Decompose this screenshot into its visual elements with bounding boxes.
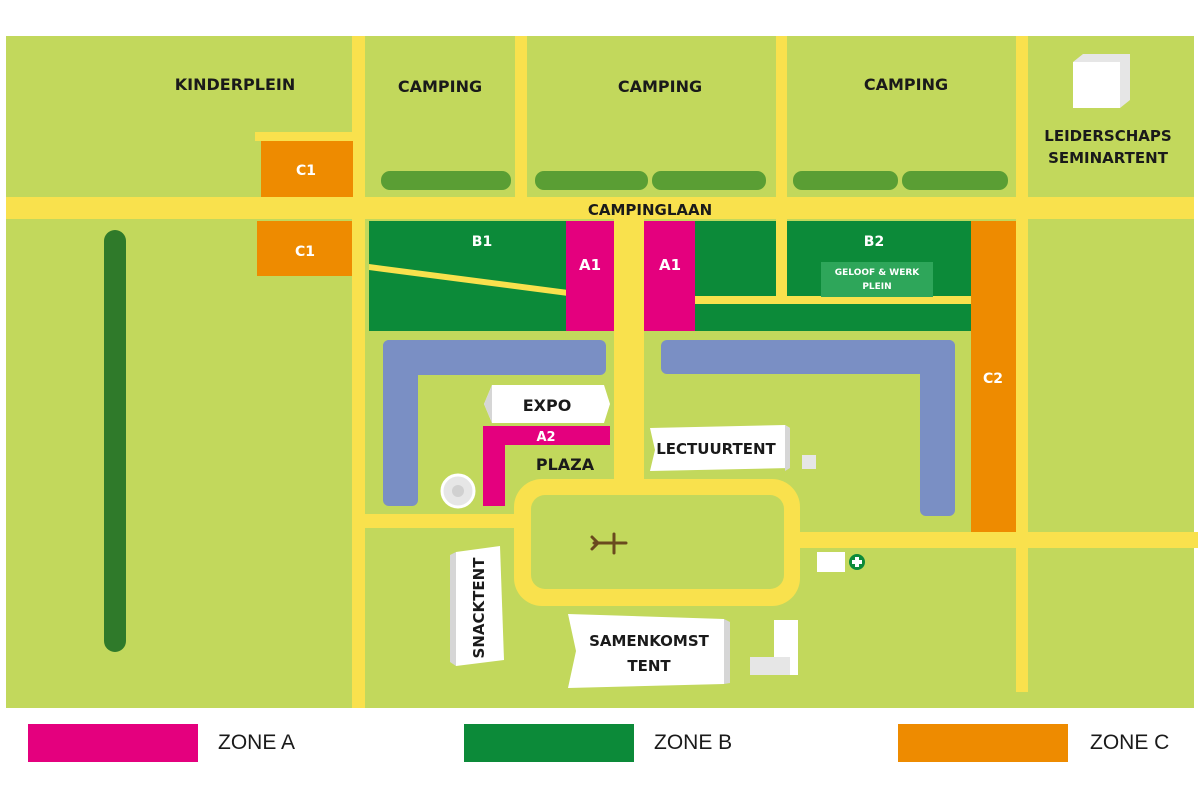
label-zone-a1-right: A1: [659, 256, 681, 274]
legend-swatch-zone-c: [898, 724, 1068, 762]
hedge-icon: [535, 171, 648, 190]
label-camping-3: CAMPING: [864, 75, 948, 94]
zone-c1-top[interactable]: [261, 141, 353, 197]
zone-a1-right[interactable]: [644, 221, 695, 331]
legend-swatch-zone-b: [464, 724, 634, 762]
first-aid-building: [817, 552, 845, 572]
expo-tent[interactable]: [484, 385, 610, 423]
label-zone-c1-bottom: C1: [295, 244, 315, 260]
legend-swatch-zone-a: [28, 724, 198, 762]
plaza-lawn: [531, 495, 784, 589]
first-aid-icon[interactable]: [849, 554, 865, 570]
path-west-side: [383, 340, 418, 506]
small-shed-icon: [802, 455, 816, 469]
label-expo: EXPO: [523, 396, 572, 415]
zone-b-south-strip[interactable]: [695, 304, 971, 331]
legend-label-zone-b: ZONE B: [654, 731, 733, 754]
label-zone-b1: B1: [472, 234, 492, 250]
geloof-werk-plein[interactable]: [821, 262, 933, 297]
road-central-v: [614, 219, 644, 481]
leiderschaps-cube-icon: [1073, 54, 1130, 108]
path-west-top: [383, 340, 606, 375]
hedge-icon: [381, 171, 511, 190]
label-samenkomst-1: SAMENKOMST: [589, 632, 710, 650]
label-zone-c1-top: C1: [296, 163, 316, 179]
hedge-icon: [104, 230, 126, 652]
label-zone-b2: B2: [864, 234, 884, 250]
samenkomst-annex-icon: [750, 620, 798, 675]
label-plaza: PLAZA: [536, 455, 595, 474]
zone-c2[interactable]: [971, 221, 1016, 532]
path-east-side: [920, 340, 955, 516]
label-snacktent: SNACKTENT: [470, 557, 488, 659]
hedge-icon: [902, 171, 1008, 190]
airplane-icon: [590, 532, 628, 555]
zone-c1-bottom[interactable]: [257, 221, 352, 276]
b1-diagonal-path: [369, 264, 614, 302]
label-geloof-werk-1: GELOOF & WERK: [835, 268, 921, 278]
road-b-h: [644, 296, 974, 304]
label-campinglaan: CAMPINGLAAN: [588, 201, 712, 219]
lectuurtent[interactable]: [650, 425, 790, 471]
legend-label-zone-a: ZONE A: [218, 731, 296, 754]
snacktent[interactable]: [450, 546, 504, 666]
campinglaan-road: [6, 197, 1194, 219]
label-leiderschaps-2: SEMINARTENT: [1048, 149, 1169, 167]
zone-a1-left[interactable]: [566, 221, 614, 331]
label-zone-a2: A2: [536, 430, 555, 445]
label-camping-1: CAMPING: [398, 77, 482, 96]
hedges: [104, 171, 1008, 652]
path-east-top: [661, 340, 955, 374]
hedge-icon: [793, 171, 898, 190]
circular-tent-icon: [440, 473, 476, 509]
road-east-h: [798, 532, 1198, 548]
road-v-3: [776, 36, 787, 301]
road-c1-frame: [255, 132, 365, 141]
building-paths: [383, 340, 955, 516]
zone-a2-vertical[interactable]: [483, 426, 505, 506]
road-v-2: [515, 36, 527, 199]
zone-a2-horizontal[interactable]: [483, 426, 610, 445]
label-leiderschaps-1: LEIDERSCHAPS: [1044, 127, 1171, 145]
label-kinderplein: KINDERPLEIN: [175, 75, 295, 94]
road-west-h: [365, 514, 515, 528]
label-geloof-werk-2: PLEIN: [862, 282, 891, 292]
label-samenkomst-2: TENT: [627, 657, 671, 675]
samenkomst-tent[interactable]: [568, 614, 730, 688]
zone-b1-east[interactable]: [695, 221, 776, 296]
zone-b1[interactable]: [369, 221, 566, 331]
label-zone-c2: C2: [983, 371, 1003, 387]
label-zone-a1-left: A1: [579, 256, 601, 274]
hedge-icon: [652, 171, 766, 190]
legend-label-zone-c: ZONE C: [1090, 731, 1170, 754]
label-camping-2: CAMPING: [618, 77, 702, 96]
road-v-1: [352, 36, 365, 708]
road-v-4: [1016, 36, 1028, 692]
label-lectuurtent: LECTUURTENT: [656, 440, 776, 458]
